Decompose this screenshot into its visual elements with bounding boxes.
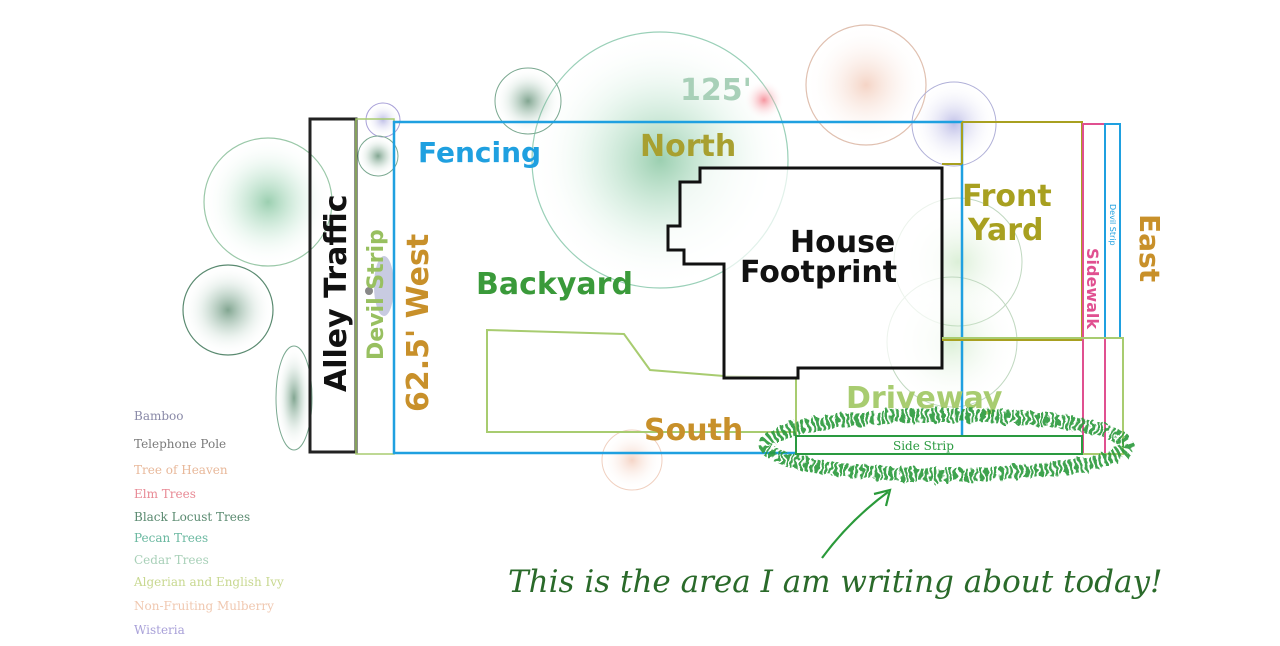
front-yard-label-line2: Yard xyxy=(967,213,1043,248)
cedar-tree-left xyxy=(203,137,333,267)
devil-strip-east-label: Devil Strip xyxy=(1108,204,1117,246)
wisteria-top-right xyxy=(911,81,997,167)
legend-item: Pecan Trees xyxy=(134,531,208,545)
alley-traffic-label: Alley Traffic xyxy=(319,194,354,392)
legend-item: Telephone Pole xyxy=(134,437,226,451)
legend-item: Non-Fruiting Mulberry xyxy=(134,599,274,613)
house-footprint xyxy=(666,166,944,380)
bamboo-clump xyxy=(374,256,394,316)
black-locust-tree-small xyxy=(275,345,313,451)
house-label-line1: House xyxy=(790,225,895,260)
legend-item: Cedar Trees xyxy=(134,553,209,567)
highlight-scribble xyxy=(759,408,1133,482)
mulberry-tree-south xyxy=(601,429,663,491)
callout-arrow-head xyxy=(873,488,892,507)
front-yard-label-line1: Front xyxy=(962,179,1052,214)
driveway-boundary xyxy=(795,337,1124,455)
black-locust-tree-top xyxy=(494,67,562,135)
sidewalk-label: Sidewalk xyxy=(1083,248,1102,329)
side-strip-label: Side Strip xyxy=(893,439,954,453)
east-label: East xyxy=(1133,214,1166,282)
legend-item: Algerian and English Ivy xyxy=(133,575,284,589)
legend-item: Wisteria xyxy=(134,623,185,637)
backyard-label: Backyard xyxy=(476,267,633,302)
tree-canopies xyxy=(182,24,1023,491)
devil-strip-west-label: Devil Strip xyxy=(364,229,389,360)
legend-item: Elm Trees xyxy=(134,487,196,501)
west-label: 62.5' West xyxy=(401,234,436,412)
elm-tree-top xyxy=(744,80,784,120)
legend-item: Black Locust Trees xyxy=(134,510,250,524)
legend-item: Tree of Heaven xyxy=(134,463,228,477)
north-label: North xyxy=(640,129,736,164)
telephone-pole xyxy=(365,287,373,295)
callout-text: This is the area I am writing about toda… xyxy=(508,564,1162,600)
house-label-line2: Footprint xyxy=(740,255,897,290)
black-locust-tree-left xyxy=(182,264,274,356)
black-locust-tree-tiny xyxy=(357,135,399,177)
south-label: South xyxy=(644,413,743,448)
fencing-label: Fencing xyxy=(418,136,541,169)
side-strip-box xyxy=(795,435,1083,455)
driveway-label: Driveway xyxy=(846,381,1003,416)
mulberry-tree-top xyxy=(805,24,927,146)
lot-fence xyxy=(392,120,964,455)
callout-arrow xyxy=(821,491,889,559)
north-dimension-label: 125' xyxy=(680,73,752,108)
legend-item: Bamboo xyxy=(134,409,183,423)
